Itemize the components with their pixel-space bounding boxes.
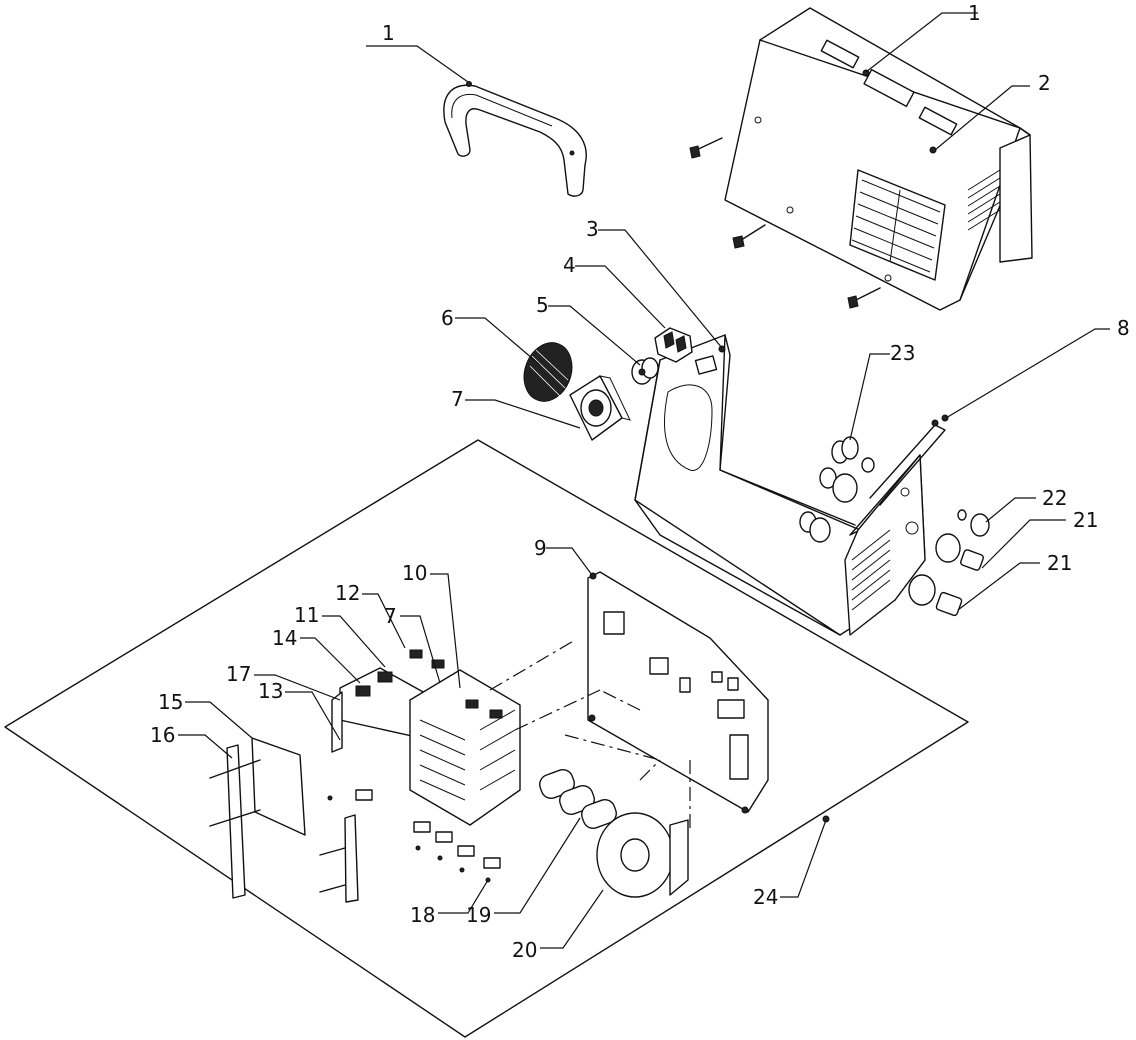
callout-label-c13: 13 — [258, 679, 283, 703]
callout-label-c1a: 1 — [382, 21, 395, 45]
toroid-inductor — [596, 812, 689, 898]
rail-right — [344, 814, 359, 903]
callout-label-c21b: 21 — [1047, 551, 1072, 575]
side-board — [251, 737, 306, 836]
callout-label-c12: 12 — [335, 581, 360, 605]
callout-leader-c22 — [985, 497, 1036, 523]
callout-label-c1b: 1 — [968, 1, 981, 25]
callout-leader-c3 — [598, 229, 723, 349]
front-terminals — [799, 467, 858, 543]
assembly-lines — [489, 639, 691, 830]
callout-label-c23: 23 — [890, 341, 915, 365]
callout-label-c9: 9 — [534, 536, 547, 560]
handle — [443, 81, 587, 197]
callout-leader-c11 — [322, 615, 386, 668]
callout-leader-c15 — [185, 701, 253, 739]
callout-label-c18: 18 — [410, 903, 435, 927]
callout-leader-c9 — [546, 547, 593, 576]
callout-label-c5: 5 — [536, 293, 549, 317]
callout-leader-c1a — [366, 45, 469, 83]
callout-leader-c19 — [494, 817, 581, 914]
callout-leader-c23 — [849, 353, 890, 441]
callout-label-c3: 3 — [586, 217, 599, 241]
callout-leader-c16 — [178, 734, 233, 759]
connector-strap — [869, 414, 949, 506]
callout-leader-c18 — [438, 879, 489, 914]
callout-leader-c21b — [957, 562, 1040, 611]
callout-label-c6: 6 — [441, 306, 454, 330]
callout-leader-c12 — [362, 593, 406, 649]
mounting-hardware — [209, 759, 501, 893]
callout-label-c19: 19 — [466, 903, 491, 927]
callout-leader-c13 — [285, 691, 341, 741]
callout-label-c17: 17 — [226, 662, 251, 686]
knob — [631, 357, 659, 385]
knob-23 — [831, 436, 875, 473]
callout-label-c15: 15 — [158, 690, 183, 714]
cover-screws — [689, 137, 881, 309]
callout-leader-c10 — [430, 573, 461, 689]
base-plate — [4, 439, 969, 1038]
callout-leader-c7a — [465, 399, 581, 429]
callout-leader-c1b — [865, 12, 978, 73]
callout-leader-c20 — [540, 889, 604, 949]
callout-leader-c14 — [300, 637, 361, 684]
cooling-fan — [569, 375, 631, 441]
callout-leader-c21a — [981, 519, 1066, 569]
callout-label-c10: 10 — [402, 561, 427, 585]
callout-label-c24: 24 — [753, 885, 778, 909]
callout-label-c7b: 7 — [384, 604, 397, 628]
callout-label-c8: 8 — [1117, 316, 1130, 340]
fan-guard — [523, 342, 573, 402]
top-cover — [724, 7, 1033, 311]
callout-leader-c24 — [780, 819, 827, 898]
callout-label-c16: 16 — [150, 723, 175, 747]
power-switch — [654, 327, 693, 363]
callout-label-c21a: 21 — [1073, 508, 1098, 532]
callout-label-c2: 2 — [1038, 71, 1051, 95]
callout-label-c7a: 7 — [451, 387, 464, 411]
callout-label-c11: 11 — [294, 603, 319, 627]
heatsink-assembly — [331, 649, 521, 826]
chassis-frame — [634, 334, 926, 636]
main-pcb — [587, 571, 769, 814]
callout-leader-c2 — [934, 85, 1030, 151]
callout-leader-c7b — [400, 615, 441, 684]
callout-label-c20: 20 — [512, 938, 537, 962]
foot-24 — [822, 815, 830, 823]
callout-leader-c4 — [575, 265, 666, 329]
callout-leader-c6 — [455, 317, 541, 366]
output-terminals — [908, 509, 990, 617]
callout-leader-c5 — [548, 305, 641, 366]
rail-left — [226, 744, 246, 899]
callout-leader-c17 — [254, 674, 341, 701]
capacitors — [539, 769, 617, 829]
callout-leader-c8 — [945, 328, 1110, 419]
callout-label-c4: 4 — [563, 253, 576, 277]
callout-label-c14: 14 — [272, 626, 297, 650]
callout-label-c22: 22 — [1042, 486, 1067, 510]
